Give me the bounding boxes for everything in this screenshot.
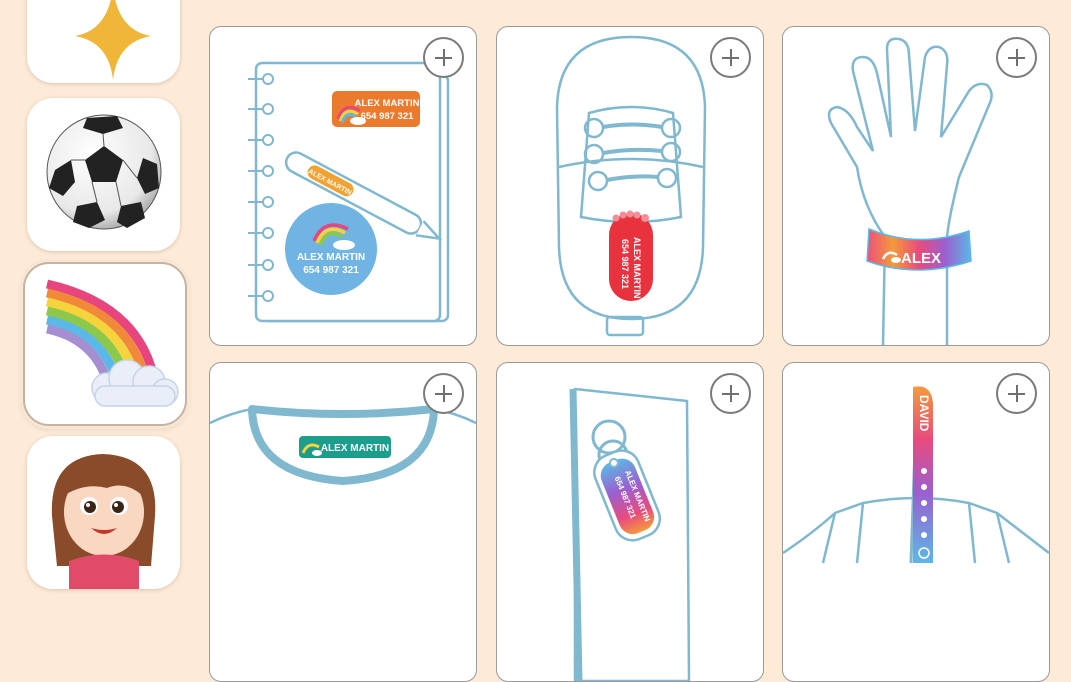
label-keychain: ALEX MARTIN 654 987 321	[593, 449, 662, 542]
add-notebook-button[interactable]	[423, 37, 464, 78]
add-keychain-button[interactable]	[710, 373, 751, 414]
add-strap-button[interactable]	[996, 373, 1037, 414]
tshirt-label-name: ALEX MARTIN	[321, 443, 389, 454]
add-wristband-button[interactable]	[996, 37, 1037, 78]
label-round	[285, 203, 377, 295]
hand-wristband-illustration: ALEX	[827, 37, 993, 345]
wristband-label-name: ALEX	[901, 250, 941, 267]
label-tshirt	[299, 436, 391, 458]
label-strap	[913, 386, 933, 563]
theme-sidebar	[0, 0, 200, 589]
product-card-wristband[interactable]: ALEX	[782, 26, 1050, 346]
strap-label-name: DAVID	[917, 395, 931, 432]
round-label-name: ALEX MARTIN	[297, 252, 365, 263]
shoe-illustration: ALEX MARTIN 654 987 321	[555, 35, 707, 337]
soccer-ball-icon	[46, 114, 162, 230]
rect-label-phone: 654 987 321	[361, 111, 415, 122]
product-card-keychain[interactable]: ALEX MARTIN 654 987 321	[496, 362, 764, 682]
rainbow-icon	[45, 279, 179, 407]
strap-illustration: DAVID	[783, 386, 1049, 564]
notebook-illustration: ALEX MARTIN 654 987 321 ALEX MARTIN ALEX…	[248, 61, 450, 323]
star-icon	[75, 0, 151, 80]
add-shoe-button[interactable]	[710, 37, 751, 78]
shoe-label-name: ALEX MARTIN	[632, 237, 642, 299]
girl-avatar-icon	[51, 454, 156, 589]
add-tshirt-button[interactable]	[423, 373, 464, 414]
product-card-notebook[interactable]: ALEX MARTIN 654 987 321 ALEX MARTIN ALEX…	[209, 26, 477, 346]
label-shoe	[609, 213, 653, 301]
round-label-phone: 654 987 321	[303, 265, 359, 276]
shoe-label-phone: 654 987 321	[620, 239, 630, 289]
theme-star[interactable]	[27, 0, 180, 83]
product-card-shoe[interactable]: ALEX MARTIN 654 987 321	[496, 26, 764, 346]
rect-label-name: ALEX MARTIN	[355, 98, 420, 109]
theme-soccer[interactable]	[27, 98, 180, 251]
theme-girl[interactable]	[27, 436, 180, 589]
tshirt-illustration: ALEX MARTIN	[210, 405, 476, 485]
product-card-tshirt[interactable]: ALEX MARTIN	[209, 362, 477, 682]
product-card-strap[interactable]: DAVID	[782, 362, 1050, 682]
theme-rainbow[interactable]	[23, 262, 187, 426]
